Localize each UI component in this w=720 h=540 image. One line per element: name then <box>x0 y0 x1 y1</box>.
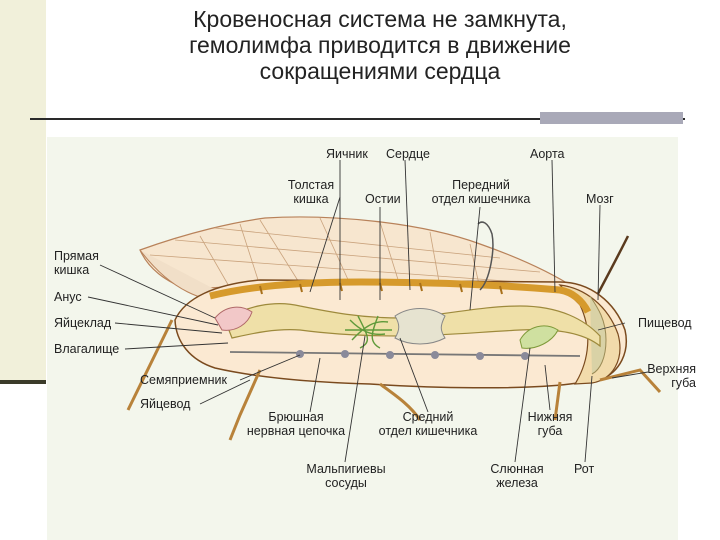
label-heart: Сердце <box>386 147 430 161</box>
label-colon: Толстая кишка <box>276 178 346 206</box>
label-colon-line1: Толстая <box>287 178 335 192</box>
title-rule <box>30 118 685 120</box>
label-malpighian-line1: Мальпигиевы <box>306 462 386 476</box>
left-decor-bar <box>0 0 46 380</box>
label-nerve-cord: Брюшная нервная цепочка <box>238 410 354 438</box>
label-spermatheca: Семяприемник <box>140 373 227 387</box>
leader-lines <box>87 159 649 463</box>
heart-vessel <box>209 278 592 314</box>
label-rectum-line1: Прямая <box>54 249 99 263</box>
label-midgut-line2: отдел кишечника <box>378 424 478 438</box>
label-nerve-cord-line2: нервная цепочка <box>246 424 346 438</box>
label-nerve-cord-line1: Брюшная <box>268 410 324 424</box>
title-line-3: сокращениями сердца <box>259 58 501 84</box>
slide-title: Кровеносная система не замкнута, гемолим… <box>90 6 670 84</box>
label-malpighian-line2: сосуды <box>325 476 367 490</box>
label-salivary: Слюнная железа <box>484 462 550 490</box>
digestive-tract <box>214 303 601 348</box>
label-ostia: Остии <box>365 192 401 206</box>
label-mouth: Рот <box>574 462 595 476</box>
label-aorta: Аорта <box>530 147 565 161</box>
title-line-2: гемолимфа приводится в движение <box>189 32 571 58</box>
label-salivary-line2: железа <box>496 476 538 490</box>
title-line-1: Кровеносная система не замкнута, <box>193 6 567 32</box>
label-lower-lip: Нижняя губа <box>520 410 580 438</box>
label-foregut: Передний отдел кишечника <box>428 178 534 206</box>
legs <box>126 319 662 441</box>
title-rule-block <box>540 112 683 124</box>
label-malpighian: Мальпигиевы сосуды <box>300 462 392 490</box>
label-brain: Мозг <box>586 192 614 206</box>
left-decor-accent <box>0 380 46 384</box>
label-rectum-line2: кишка <box>54 263 90 277</box>
label-rectum: Прямая кишка <box>54 249 99 277</box>
label-midgut-line1: Средний <box>402 410 454 424</box>
label-vagina: Влагалище <box>54 342 120 356</box>
label-ovary: Яичник <box>326 147 368 161</box>
label-salivary-line1: Слюнная <box>490 462 544 476</box>
label-oviduct: Яйцевод <box>140 397 191 411</box>
label-upper-lip-line2: губа <box>671 376 696 390</box>
label-lower-lip-line2: губа <box>537 424 563 438</box>
label-colon-line2: кишка <box>293 192 329 206</box>
label-foregut-line1: Передний <box>452 178 510 192</box>
label-foregut-line2: отдел кишечника <box>431 192 531 206</box>
label-midgut: Средний отдел кишечника <box>372 410 484 438</box>
label-upper-lip-line1: Верхняя <box>647 362 696 376</box>
malpighian-tubules <box>345 315 392 349</box>
label-anus: Анус <box>54 290 82 304</box>
label-ovipositor: Яйцеклад <box>54 316 112 330</box>
label-lower-lip-line1: Нижняя <box>527 410 573 424</box>
label-upper-lip: Верхняя губа <box>640 362 696 390</box>
label-esophagus: Пищевод <box>638 316 692 330</box>
